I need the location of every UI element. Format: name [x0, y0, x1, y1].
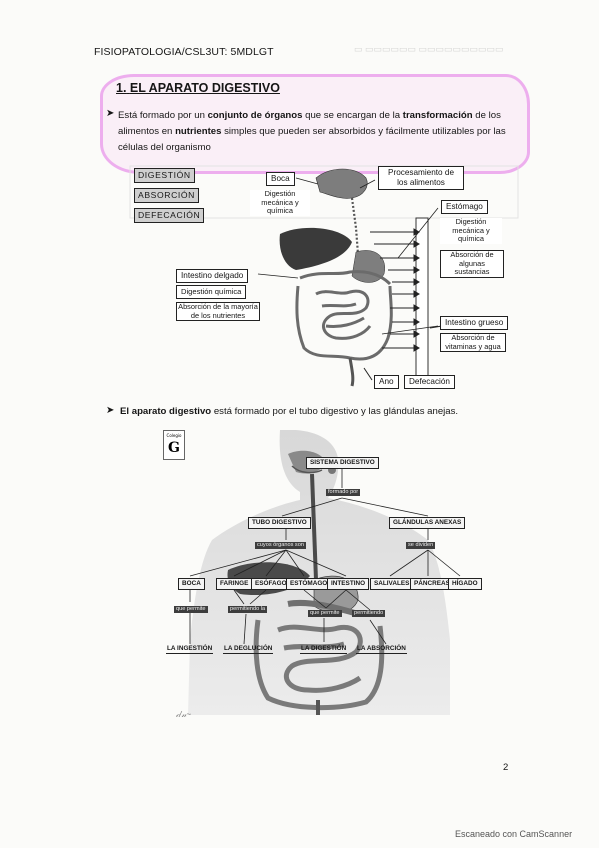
map-que-permite-2: que permite	[308, 610, 342, 617]
bullet-paragraph: El aparato digestivo está formado por el…	[120, 406, 458, 417]
map-glandulas-anexas: GLÁNDULAS ANEXAS	[389, 517, 466, 529]
map-absorcion: LA ABSORCIÓN	[356, 645, 407, 654]
map-pancreas: PÁNCREAS	[410, 578, 454, 590]
arrow-bullet-icon: ➤	[106, 108, 115, 119]
map-permitiendo: permitiendo	[352, 610, 386, 617]
document-header: FISIOPATOLOGIA/CSL3UT: 5MDLGT	[94, 46, 274, 58]
label-intestino-grueso: Intestino grueso	[440, 316, 509, 330]
map-boca: BOCA	[178, 578, 205, 590]
label-estomago: Estómago	[441, 200, 488, 214]
estomago-description-2: Absorción de algunas sustancias	[440, 250, 504, 278]
delgado-description-2: Absorción de la mayoría de los nutriente…	[176, 302, 260, 321]
map-digestion: LA DIGESTIÓN	[300, 645, 348, 654]
map-estomago: ESTÓMAGO	[286, 578, 332, 590]
tag-absorption: ABSORCIÓN	[134, 188, 199, 203]
map-ingestion: LA INGESTIÓN	[166, 645, 214, 654]
page-number: 2	[503, 762, 509, 773]
map-formado-por: formado por	[326, 489, 361, 496]
intro-bold: nutrientes	[175, 126, 222, 137]
map-faringe: FARINGE	[216, 578, 253, 590]
scanner-footer: Escaneado con CamScanner	[455, 829, 573, 839]
intro-text: simples que pueden ser absorbidos y fáci…	[118, 126, 506, 153]
tag-defecation: DEFECACIÓN	[134, 208, 205, 223]
estomago-description-1: Digestión mecánica y química	[440, 217, 502, 244]
label-intestino-delgado: Intestino delgado	[176, 269, 249, 283]
section-number: 1.	[116, 81, 127, 95]
intro-text: Está formado por un	[118, 110, 208, 121]
concept-map-connectors	[189, 464, 461, 645]
intro-bold: conjunto de órganos	[207, 110, 303, 121]
arrow-bullet-icon: ➤	[106, 405, 115, 416]
label-boca: Boca	[266, 172, 295, 186]
handwritten-signature: 𝒸/𝓃~	[176, 710, 192, 719]
intro-paragraph: Está formado por un conjunto de órganos …	[118, 108, 518, 156]
bullet-text: está formado por el tubo digestivo y las…	[211, 406, 459, 417]
map-que-permite-1: que permite	[174, 606, 208, 613]
svg-text:Colegio: Colegio	[167, 433, 182, 438]
map-salivales: SALIVALES	[370, 578, 414, 590]
delgado-description-1: Digestión química	[176, 285, 247, 299]
highlight-outline	[100, 74, 530, 174]
digestive-system-illustration	[129, 165, 519, 387]
map-tubo-digestivo: TUBO DIGESTIVO	[248, 517, 311, 529]
grueso-description: Absorción de vitaminas y agua	[440, 333, 506, 352]
map-deglucion: LA DEGLUCIÓN	[223, 645, 274, 654]
intro-text: que se encargan de la	[302, 110, 403, 121]
intro-text: de los alimentos en	[118, 110, 501, 137]
bullet-bold: El aparato digestivo	[120, 406, 212, 417]
label-ano: Ano	[374, 375, 399, 389]
map-esofago: ESÓFAGO	[251, 578, 291, 590]
map-higado: HÍGADO	[448, 578, 482, 590]
label-defecacion: Defecación	[404, 375, 455, 389]
section-title: 1. EL APARATO DIGESTIVO	[116, 81, 280, 95]
intro-bold: transformación	[402, 110, 473, 121]
section-title-text: EL APARATO DIGESTIVO	[129, 81, 280, 95]
map-organos-son: cuyos órganos son	[255, 542, 306, 549]
bleed-through-text: ▭ ▭▭▭▭▭▭ ▭▭▭▭▭▭▭▭▭▭	[354, 44, 504, 54]
svg-text:G: G	[168, 440, 180, 456]
map-permitiendo-la: permitiendo la	[228, 606, 268, 613]
map-se-divide: se dividen	[406, 542, 436, 549]
school-logo-icon: Colegio G	[163, 430, 185, 460]
map-sistema-digestivo: SISTEMA DIGESTIVO	[306, 457, 379, 469]
label-procesamiento: Procesamiento de los alimentos	[378, 166, 464, 190]
tag-digestion: DIGESTIÓN	[134, 168, 195, 183]
map-intestino: INTESTINO	[327, 578, 370, 590]
boca-description: Digestión mecánica y química	[250, 189, 310, 216]
